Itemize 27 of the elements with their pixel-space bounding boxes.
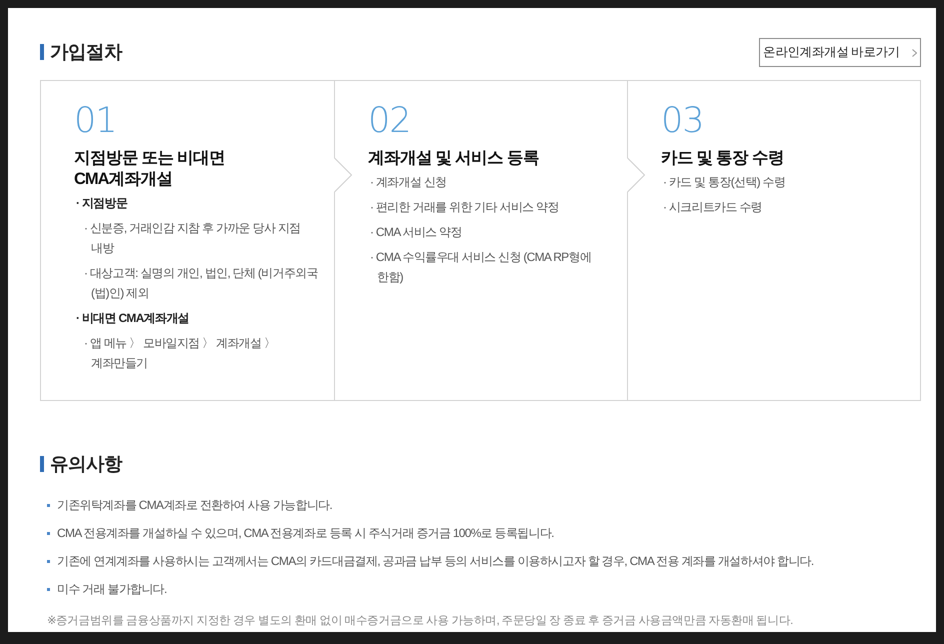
footnote-text: ※증거금범위를 금융상품까지 지정한 경우 별도의 환매 없이 매수증거금으로 사용 가능하며, 주문당일 장 종료 후 증거금 사용금액만큼 자동환매 됩니다. xyxy=(47,614,793,629)
step-number: 01 xyxy=(74,102,117,140)
step-item: · 시크리트카드 수령 xyxy=(662,199,763,216)
section-heading: 가입절차 xyxy=(50,40,122,64)
step-item: · CMA 수익률우대 서비스 신청 (CMA RP형에 한함) xyxy=(369,249,592,286)
step-number: 02 xyxy=(368,102,411,140)
step-item: · 편리한 거래를 위한 기타 서비스 약정 xyxy=(369,199,560,216)
step-item: · 대상고객: 실명의 개인, 법인, 단체 (비거주외국(법)인) 제외 xyxy=(83,265,319,302)
step-item: · 앱 메뉴 〉 모바일지점 〉 계좌개설 〉 계좌만들기 xyxy=(83,335,276,372)
notice-text: 기존에 연계계좌를 사용하시는 고객께서는 CMA의 카드대금결제, 공과금 납부 등의 서비스를 이용하시고자 할 경우, CMA 전용 계좌를 개설하셔야 합니다. xyxy=(57,553,814,570)
notice-text: 기존위탁계좌를 CMA계좌로 전환하여 사용 가능합니다. xyxy=(57,497,332,514)
step-item: · 신분증, 거래인감 지참 후 가까운 당사 지점 내방 xyxy=(83,220,302,257)
section-heading: 유의사항 xyxy=(50,452,122,476)
step-title: 카드 및 통장 수령 xyxy=(661,148,785,169)
step-title: 계좌개설 및 서비스 등록 xyxy=(368,148,540,169)
notice-text: 미수 거래 불가합니다. xyxy=(57,581,167,598)
chevron-connector xyxy=(627,158,646,192)
step-title: 지점방문 또는 비대면 CMA계좌개설 xyxy=(74,148,226,190)
step-item: · CMA 서비스 약정 xyxy=(369,224,463,241)
step-item: · 카드 및 통장(선택) 수령 xyxy=(662,174,786,191)
step-subheading: · 지점방문 xyxy=(75,195,128,212)
chevron-connector xyxy=(334,158,352,192)
notice-text: CMA 전용계좌를 개설하실 수 있으며, CMA 전용계좌로 등록 시 주식거래 증거금 100%로 등록됩니다. xyxy=(57,525,554,542)
step-item: · 계좌개설 신청 xyxy=(369,174,448,191)
step-subheading: · 비대면 CMA계좌개설 xyxy=(75,310,190,327)
shortcut-button: 온라인계좌개설 바로가기 xyxy=(759,38,921,67)
step-number: 03 xyxy=(661,102,704,140)
